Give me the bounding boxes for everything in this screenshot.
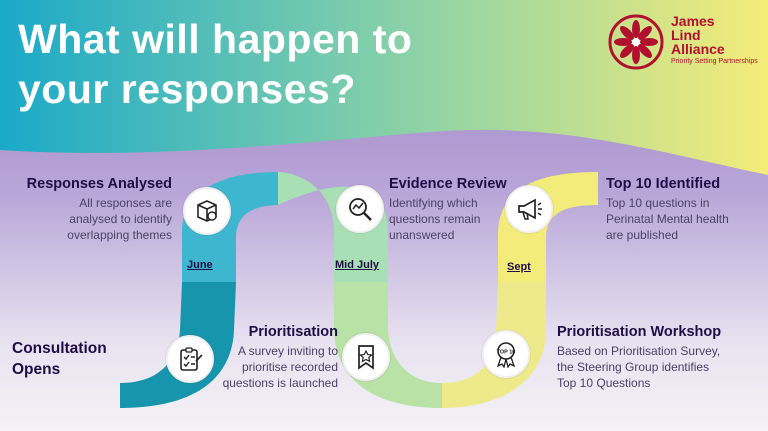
logo-name: James Lind Alliance bbox=[671, 13, 725, 57]
page-title: What will happen to your responses? bbox=[18, 16, 413, 112]
survey-clipboard-icon bbox=[166, 335, 214, 383]
magnifier-chart-icon bbox=[336, 185, 384, 233]
logo-subtitle: Priority Setting Partnerships bbox=[671, 58, 758, 65]
stage-evidence-review-text: Identifying which questions remain unans… bbox=[389, 196, 481, 242]
stage-top10-heading: Top 10 Identified bbox=[606, 176, 721, 192]
stage-responses-analysed-heading: Responses Analysed bbox=[26, 176, 172, 192]
stage-workshop-heading: Prioritisation Workshop bbox=[557, 324, 722, 340]
megaphone-icon bbox=[505, 185, 553, 233]
stage-workshop-text: Based on Prioritisation Survey, the Stee… bbox=[557, 344, 721, 390]
stage-top10-text: Top 10 questions in Perinatal Mental hea… bbox=[606, 196, 729, 242]
month-label-sept: Sept bbox=[507, 261, 531, 273]
jla-flower-icon bbox=[608, 14, 664, 70]
header-background bbox=[0, 0, 768, 175]
stage-consultation-heading: Consultation Opens bbox=[12, 340, 107, 378]
stage-prioritisation-text: A survey inviting to prioritise recorded… bbox=[222, 344, 338, 390]
jla-logo: James Lind Alliance Priority Setting Par… bbox=[608, 14, 758, 74]
svg-text:TOP 10: TOP 10 bbox=[497, 350, 516, 356]
box-refresh-icon bbox=[183, 187, 231, 235]
stage-evidence-review-heading: Evidence Review bbox=[389, 176, 507, 192]
timeline-segment-workshop bbox=[442, 282, 546, 408]
star-bookmark-icon bbox=[342, 333, 390, 381]
top10-medal-icon: TOP 10 bbox=[482, 330, 530, 378]
stage-prioritisation-heading: Prioritisation bbox=[248, 324, 338, 340]
month-label-june: June bbox=[187, 259, 213, 271]
stage-responses-analysed-text: All responses are analysed to identify o… bbox=[67, 196, 172, 242]
month-label-mid-july: Mid July bbox=[335, 259, 380, 271]
